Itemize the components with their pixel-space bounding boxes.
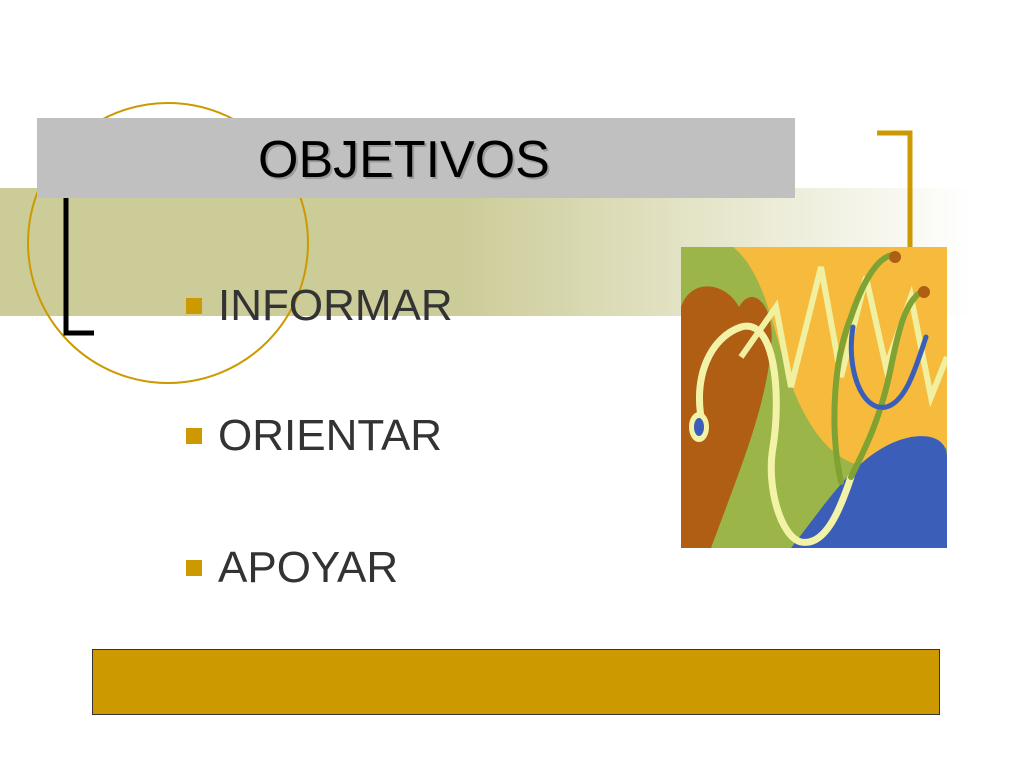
- bullet-text: ORIENTAR: [218, 411, 443, 460]
- square-bullet-icon: [186, 428, 202, 444]
- list-item: INFORMAR: [186, 274, 453, 338]
- list-item: ORIENTAR: [186, 404, 442, 468]
- square-bullet-icon: [186, 298, 202, 314]
- left-bracket: [63, 198, 94, 336]
- bullet-text: INFORMAR: [218, 281, 453, 330]
- footer-bar: [92, 649, 940, 715]
- heart-stethoscope-icon: [681, 247, 947, 548]
- title-box: [37, 118, 795, 198]
- decorative-circle: [27, 102, 309, 384]
- bullet-text: APOYAR: [218, 543, 399, 592]
- list-item: APOYAR: [186, 536, 398, 600]
- page-title: OBJETIVOS: [258, 131, 550, 189]
- square-bullet-icon: [186, 560, 202, 576]
- right-bracket: [877, 130, 913, 248]
